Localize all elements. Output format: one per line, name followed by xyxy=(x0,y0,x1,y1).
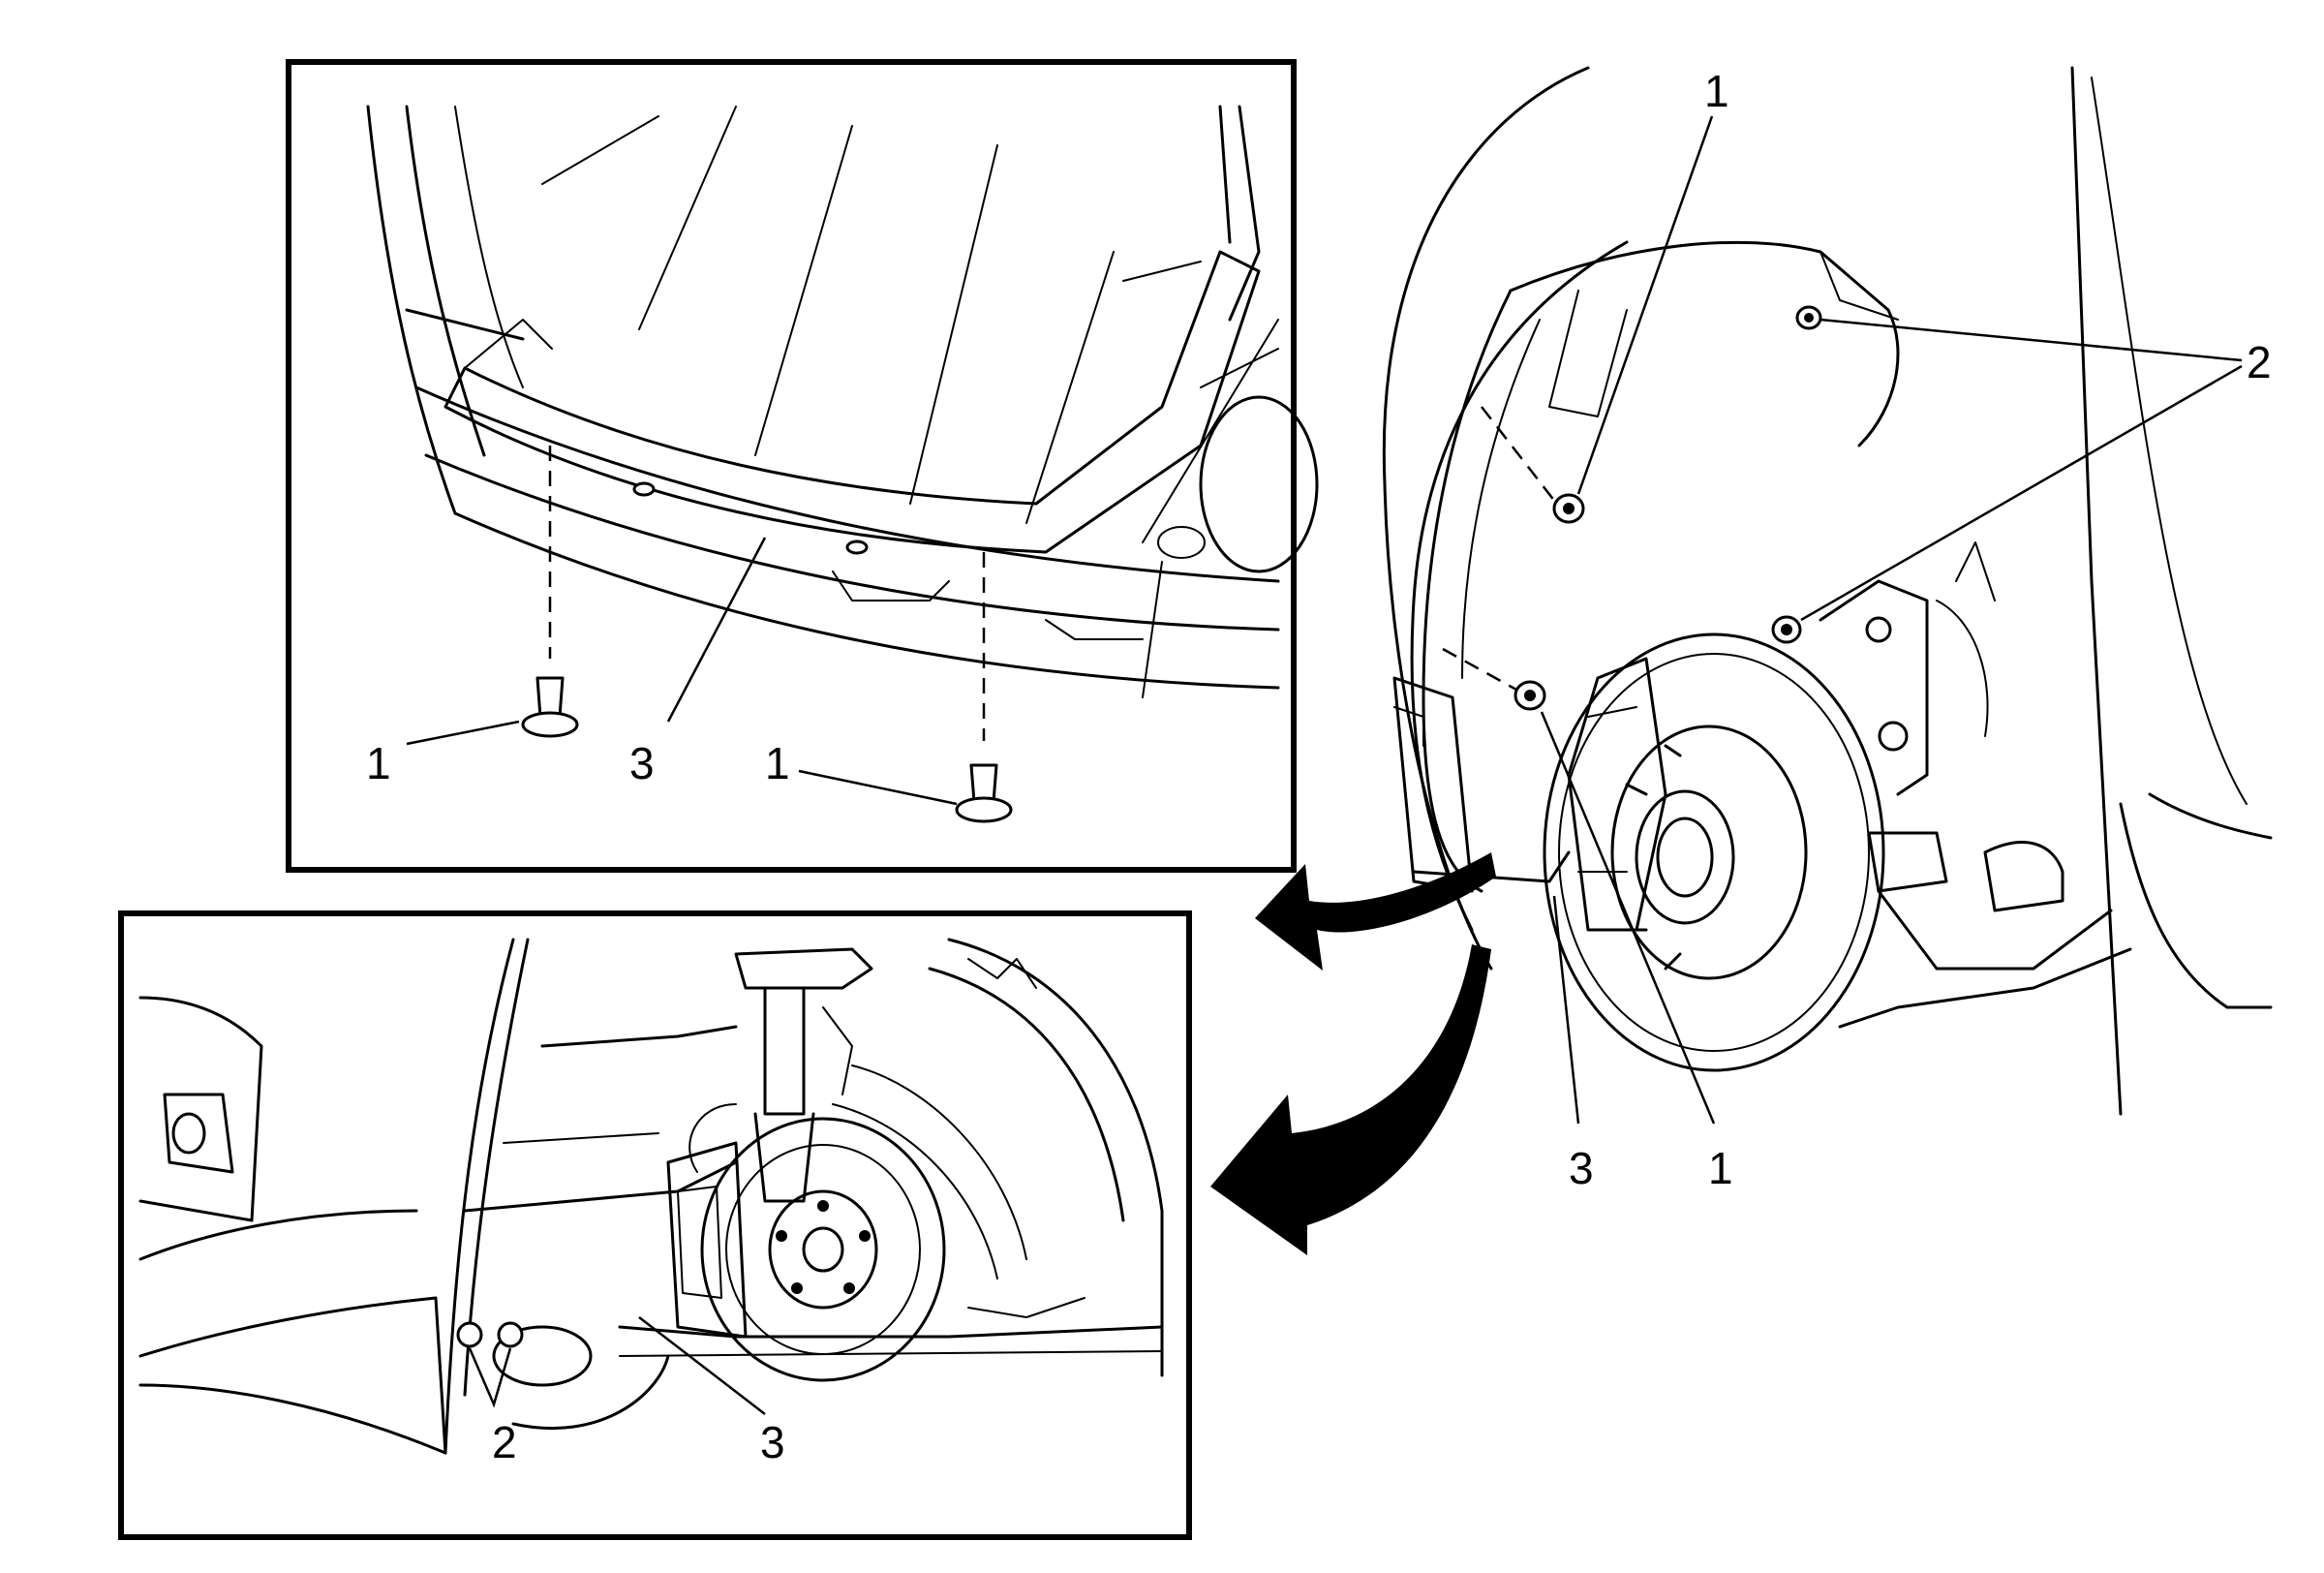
wheel-opening-detail xyxy=(1142,348,1319,698)
leader-bottom-2 xyxy=(468,1347,512,1408)
view-arrows xyxy=(1210,852,1496,1255)
main-view: 1 2 3 1 xyxy=(1382,66,2273,1193)
leader-main-2-a xyxy=(1819,318,2243,362)
bottom-inset-frame xyxy=(118,910,1192,1540)
air-deflector xyxy=(443,250,1261,640)
top-inset: 1 3 1 xyxy=(286,59,1319,873)
fasteners-main xyxy=(1514,305,1822,711)
knuckle-suspension xyxy=(1819,541,2132,1029)
strut-assembly xyxy=(734,947,873,1203)
callout-main-fastener-upper: 1 xyxy=(1704,66,1729,116)
leader-main-2-b xyxy=(1800,364,2243,622)
arrow-to-bottom-inset xyxy=(1210,944,1491,1255)
leader-top-1-left xyxy=(406,720,520,746)
front-bumper-underside xyxy=(366,105,1280,690)
leader-main-3 xyxy=(1552,895,1580,1125)
callout-bottom-deflector: 3 xyxy=(760,1417,785,1467)
front-fascia xyxy=(138,938,530,1455)
bottom-inset: 2 3 xyxy=(118,910,1192,1540)
leader-main-1-lower xyxy=(1540,711,1716,1125)
arrow-to-top-inset xyxy=(1255,852,1496,971)
fastener-path-lower xyxy=(1442,647,1517,692)
callout-main-fasteners-rear: 2 xyxy=(2247,337,2272,387)
leader-main-1-upper xyxy=(1576,115,1714,495)
callout-bottom-fasteners: 2 xyxy=(492,1417,517,1467)
push-pin-retainer-right xyxy=(955,763,1013,823)
leader-top-3 xyxy=(666,537,767,723)
callout-main-deflector: 3 xyxy=(1569,1143,1594,1193)
callout-top-fastener-right: 1 xyxy=(765,738,790,788)
callout-main-fastener-lower: 1 xyxy=(1708,1143,1733,1193)
fastener-path-upper xyxy=(1481,406,1556,503)
main-brake-rotor xyxy=(1543,632,1885,1072)
fasteners-bottom xyxy=(456,1321,524,1348)
callout-top-fastener-left: 1 xyxy=(366,738,391,788)
callout-top-deflector: 3 xyxy=(629,738,655,788)
push-pin-retainer-left xyxy=(521,676,579,738)
leader-bottom-3 xyxy=(638,1316,766,1415)
lower-control-arm xyxy=(492,1297,1164,1430)
fender-outline xyxy=(1382,66,2273,1116)
leader-top-1-right xyxy=(798,769,958,806)
